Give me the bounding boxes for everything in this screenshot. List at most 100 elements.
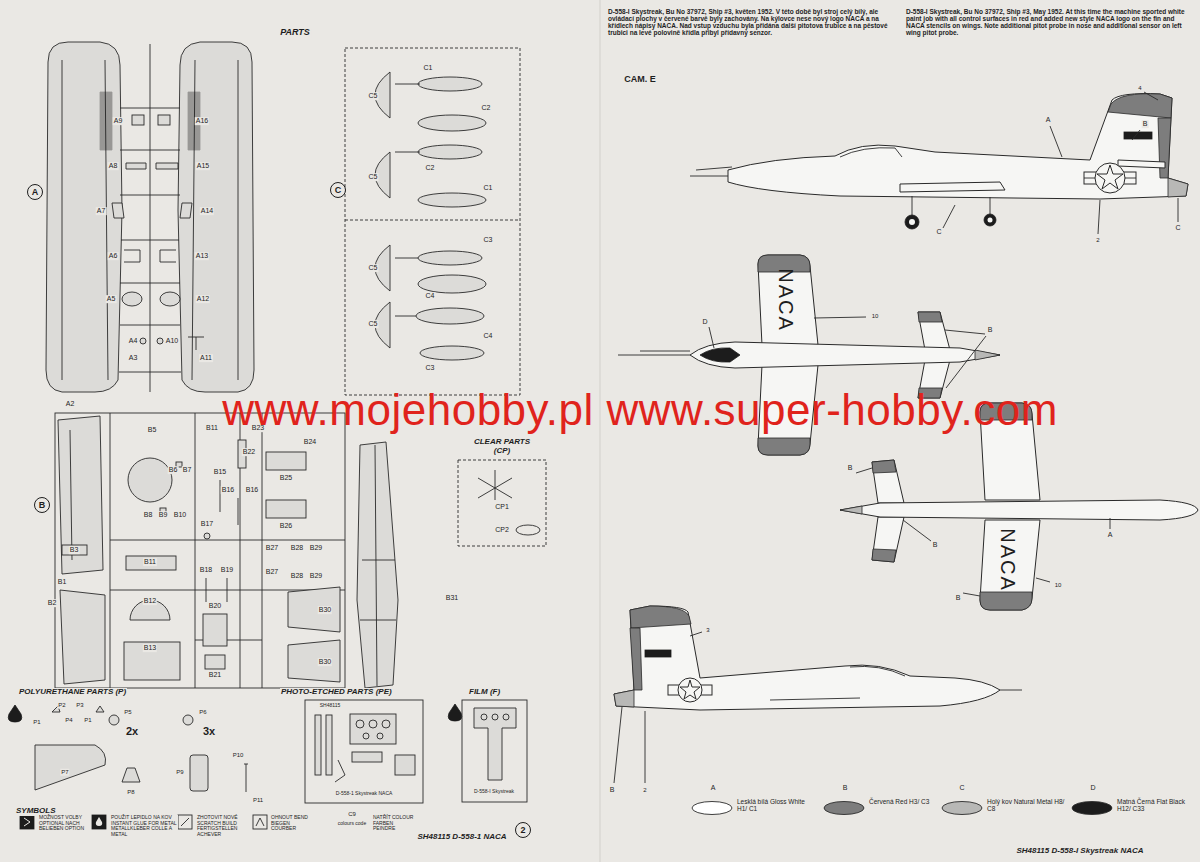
- legend-text: Červená Red H3/ C3: [869, 798, 947, 805]
- part-label: 10: [1054, 582, 1063, 589]
- sprue-a: [122, 292, 142, 306]
- part-label: B6: [168, 466, 179, 474]
- color-swatch: [822, 800, 866, 816]
- sprue-b: [266, 452, 306, 470]
- aircraft-top-view: [700, 348, 740, 362]
- aircraft-side-view: [943, 92, 1178, 234]
- film-sheet: [462, 700, 527, 802]
- aircraft-side-view: [1108, 94, 1172, 118]
- part-label: B22: [242, 448, 256, 456]
- part-label: B20: [208, 602, 222, 610]
- part-label: P1: [32, 719, 41, 726]
- aircraft-bottom-view: [872, 549, 896, 562]
- film-sheet: [492, 714, 498, 720]
- heading-label: FILM (F): [468, 688, 501, 697]
- aircraft-top-view: [618, 351, 690, 355]
- aircraft-side-view: [840, 148, 902, 157]
- sprue-letter: 2: [520, 826, 525, 835]
- sprue-a: [112, 203, 124, 218]
- part-label: A3: [128, 354, 139, 362]
- aircraft-side-view: [690, 92, 1188, 234]
- aircraft-side-view-2: [614, 632, 702, 783]
- aircraft-side-view: [984, 214, 996, 226]
- heading-label: CAM. E: [623, 75, 657, 85]
- aircraft-side-view-2: [630, 606, 691, 628]
- wing-stencil: NACA: [775, 267, 797, 333]
- heading-label: SH48115 D-558-1 NACA: [416, 833, 507, 842]
- part-label: B12: [143, 597, 157, 605]
- sprue-b: [55, 413, 345, 688]
- sprue-c: [345, 220, 520, 221]
- aircraft-side-view: [988, 218, 993, 223]
- symbol-icons: [92, 815, 106, 829]
- aircraft-side-view: [909, 219, 915, 225]
- part-label: B27: [265, 568, 279, 576]
- part-label: A6: [108, 252, 119, 260]
- sprue-b: [110, 413, 345, 688]
- color-swatch: [690, 800, 734, 816]
- part-label: C5: [368, 173, 379, 181]
- part-label: B10: [173, 511, 187, 519]
- heading-label: PHOTO-ETCHED PARTS (PE): [280, 688, 393, 697]
- part-label: B28: [290, 572, 304, 580]
- sprue-c: [420, 346, 484, 360]
- aircraft-side-view-2: [614, 606, 1022, 783]
- sprue-b: [60, 590, 105, 684]
- part-label: B: [609, 786, 616, 794]
- part-label: B16: [245, 486, 259, 494]
- aircraft-bottom-view: [840, 403, 1198, 610]
- note-text: D-558-I Skystreak, Bu No 37972, Ship #3,…: [905, 8, 1192, 37]
- part-label: SH48115: [319, 703, 341, 709]
- part-label: B9: [158, 511, 169, 519]
- aircraft-side-view-2: [630, 628, 642, 690]
- sprue-b: [266, 500, 306, 518]
- part-label: C4: [483, 332, 494, 340]
- wing-stencil: NACA: [997, 527, 1019, 593]
- sprue-b: [204, 533, 210, 539]
- part-label: B26: [279, 522, 293, 530]
- sprue-c: [418, 275, 486, 293]
- pe-fret: [305, 700, 423, 803]
- color-swatch: [942, 802, 982, 815]
- pe-fret: [305, 700, 423, 803]
- part-label: 3: [705, 627, 710, 634]
- note-text: D-558-I Skystreak, Bu No 37972, Ship #3,…: [607, 8, 894, 37]
- sprue-letter-circle: C: [330, 182, 346, 198]
- sprue-letter: A: [32, 188, 39, 197]
- part-label: B11: [205, 424, 219, 432]
- legend-text: Holý kov Natural Metal H8/ C8: [987, 798, 1065, 813]
- heading-label: SH48115 D-558-I Skystreak NACA: [1015, 847, 1144, 856]
- aircraft-bottom-view: [980, 520, 1040, 610]
- resin-parts: [109, 715, 119, 725]
- film-sheet: [481, 714, 487, 720]
- aircraft-side-view: [1168, 178, 1188, 197]
- part-label: B16: [221, 486, 235, 494]
- part-label: B2: [47, 599, 58, 607]
- part-label: P7: [60, 769, 69, 776]
- sprue-b: [203, 614, 227, 646]
- part-label: A12: [196, 295, 210, 303]
- part-label: D-558-1 Skystreak NACA: [335, 791, 394, 797]
- part-label: P6: [198, 709, 207, 716]
- watermark: www.mojehobby.pl www.super-hobby.com: [221, 386, 1059, 434]
- wing-part: [360, 445, 396, 686]
- aircraft-side-view: [1095, 163, 1125, 193]
- aircraft-bottom-view: [840, 500, 1198, 520]
- aircraft-bottom-view: [872, 460, 896, 473]
- aircraft-side-view: [728, 94, 1188, 199]
- color-swatch: [1070, 800, 1114, 816]
- part-label: P8: [126, 789, 135, 796]
- film-sheet: [474, 708, 516, 780]
- pe-fret: [377, 733, 383, 739]
- aircraft-side-view: [1097, 165, 1123, 189]
- sprue-a: [160, 292, 180, 306]
- film-sheet: [448, 700, 527, 802]
- part-label: A: [1045, 116, 1052, 124]
- resin-parts: [190, 755, 208, 791]
- heading-label: 2x: [125, 725, 139, 737]
- part-label: A5: [106, 295, 117, 303]
- sprue-a: [46, 42, 122, 392]
- part-label: B: [955, 594, 962, 602]
- sprue-b: [62, 545, 87, 555]
- wing-part: [357, 442, 398, 688]
